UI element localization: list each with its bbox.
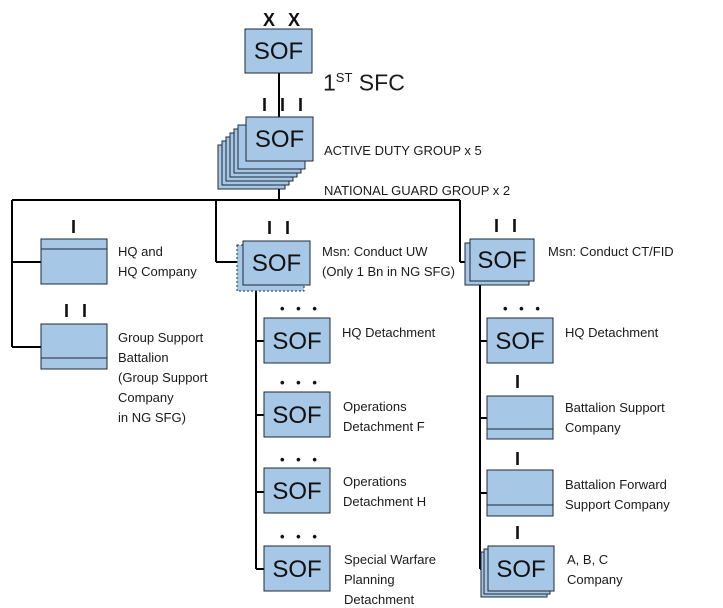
ct-bn-label: Msn: Conduct CT/FID <box>548 244 674 259</box>
uw-child-2-echelon-symbol: • • • <box>280 375 321 390</box>
uw-ops-det-f-label: Operations Detachment F <box>343 399 425 434</box>
uw-ops-det-f-box-text: SOF <box>272 402 321 429</box>
connector-lines <box>11 73 487 570</box>
ct-bn-support-company-label: Battalion Support Company <box>565 400 665 435</box>
uw-ops-det-h-box <box>263 467 331 514</box>
uw-child-4-echelon-symbol: • • • <box>280 529 321 544</box>
uw-ops-det-f-box <box>263 391 331 438</box>
uw-bn-box-text: SOF <box>252 250 301 277</box>
ct-child-3-echelon-symbol: I <box>515 449 525 469</box>
ct-bn-box <box>469 238 535 282</box>
ct-abc-company-label: A, B, C Company <box>567 552 623 587</box>
uw-hq-detachment-box <box>263 317 331 364</box>
ct-bn-support-company-box <box>486 395 554 440</box>
hq-company-box <box>40 238 108 285</box>
group-label: ACTIVE DUTY GROUP x 5 NATIONAL GUARD GRO… <box>324 121 510 221</box>
uw-swpd-box-text: SOF <box>272 556 321 583</box>
ct-abc-company-box-text: SOF <box>496 556 545 583</box>
sfc-label: 1ST SFC <box>323 36 405 97</box>
sfc-label-superscript: ST <box>335 70 353 85</box>
ct-bn-forward-support-label: Battalion Forward Support Company <box>565 477 670 512</box>
uw-swpd-label: Special Warfare Planning Detachment <box>344 552 436 607</box>
uw-child-3-echelon-symbol: • • • <box>280 452 321 467</box>
uw-child-1-echelon-symbol: • • • <box>280 301 321 316</box>
uw-bn-box <box>242 240 311 286</box>
uw-ops-det-h-label: Operations Detachment H <box>343 474 427 509</box>
hq-company-echelon-symbol: I <box>71 217 81 237</box>
uw-bn-echelon-symbol: I I <box>267 218 295 238</box>
sfc-label-text: SFC <box>352 69 405 96</box>
sfc-echelon-symbol: X X <box>263 10 305 30</box>
ct-abc-company-stack <box>480 545 555 598</box>
sfc-box-text: SOF <box>254 38 303 65</box>
group-box <box>245 116 314 162</box>
ct-child-2-echelon-symbol: I <box>515 372 525 392</box>
gsb-echelon-symbol: I I <box>64 301 92 321</box>
ct-hq-detachment-label: HQ Detachment <box>565 325 659 340</box>
uw-hq-detachment-box-text: SOF <box>272 328 321 355</box>
uw-swpd-box <box>263 545 331 592</box>
group-label-line-2: NATIONAL GUARD GROUP x 2 <box>324 183 511 198</box>
sfc-box <box>244 28 313 74</box>
group-echelon-symbol: I I I <box>262 95 308 115</box>
ct-bn-forward-support-box <box>486 469 554 517</box>
sfc-label-number: 1 <box>323 69 336 96</box>
group-stack <box>217 116 314 190</box>
ct-abc-company-box <box>487 545 555 592</box>
ct-bn-box-text: SOF <box>477 247 526 274</box>
uw-hq-detachment-label: HQ Detachment <box>342 325 436 340</box>
gsb-label: Group Support Battalion (Group Support C… <box>118 330 208 425</box>
ct-hq-detachment-box-text: SOF <box>495 328 544 355</box>
ct-hq-detachment-box <box>486 317 554 364</box>
uw-bn-label: Msn: Conduct UW (Only 1 Bn in NG SFG) <box>322 244 455 279</box>
ct-bn-echelon-symbol: I I <box>494 216 522 236</box>
hq-company-label: HQ and HQ Company <box>118 244 197 279</box>
ct-child-1-echelon-symbol: • • • <box>503 301 544 316</box>
uw-ops-det-h-box-text: SOF <box>272 478 321 505</box>
group-label-line-1: ACTIVE DUTY GROUP x 5 <box>324 143 482 158</box>
ct-child-4-echelon-symbol: I <box>515 523 525 543</box>
group-box-text: SOF <box>255 126 304 153</box>
gsb-box <box>40 323 108 370</box>
